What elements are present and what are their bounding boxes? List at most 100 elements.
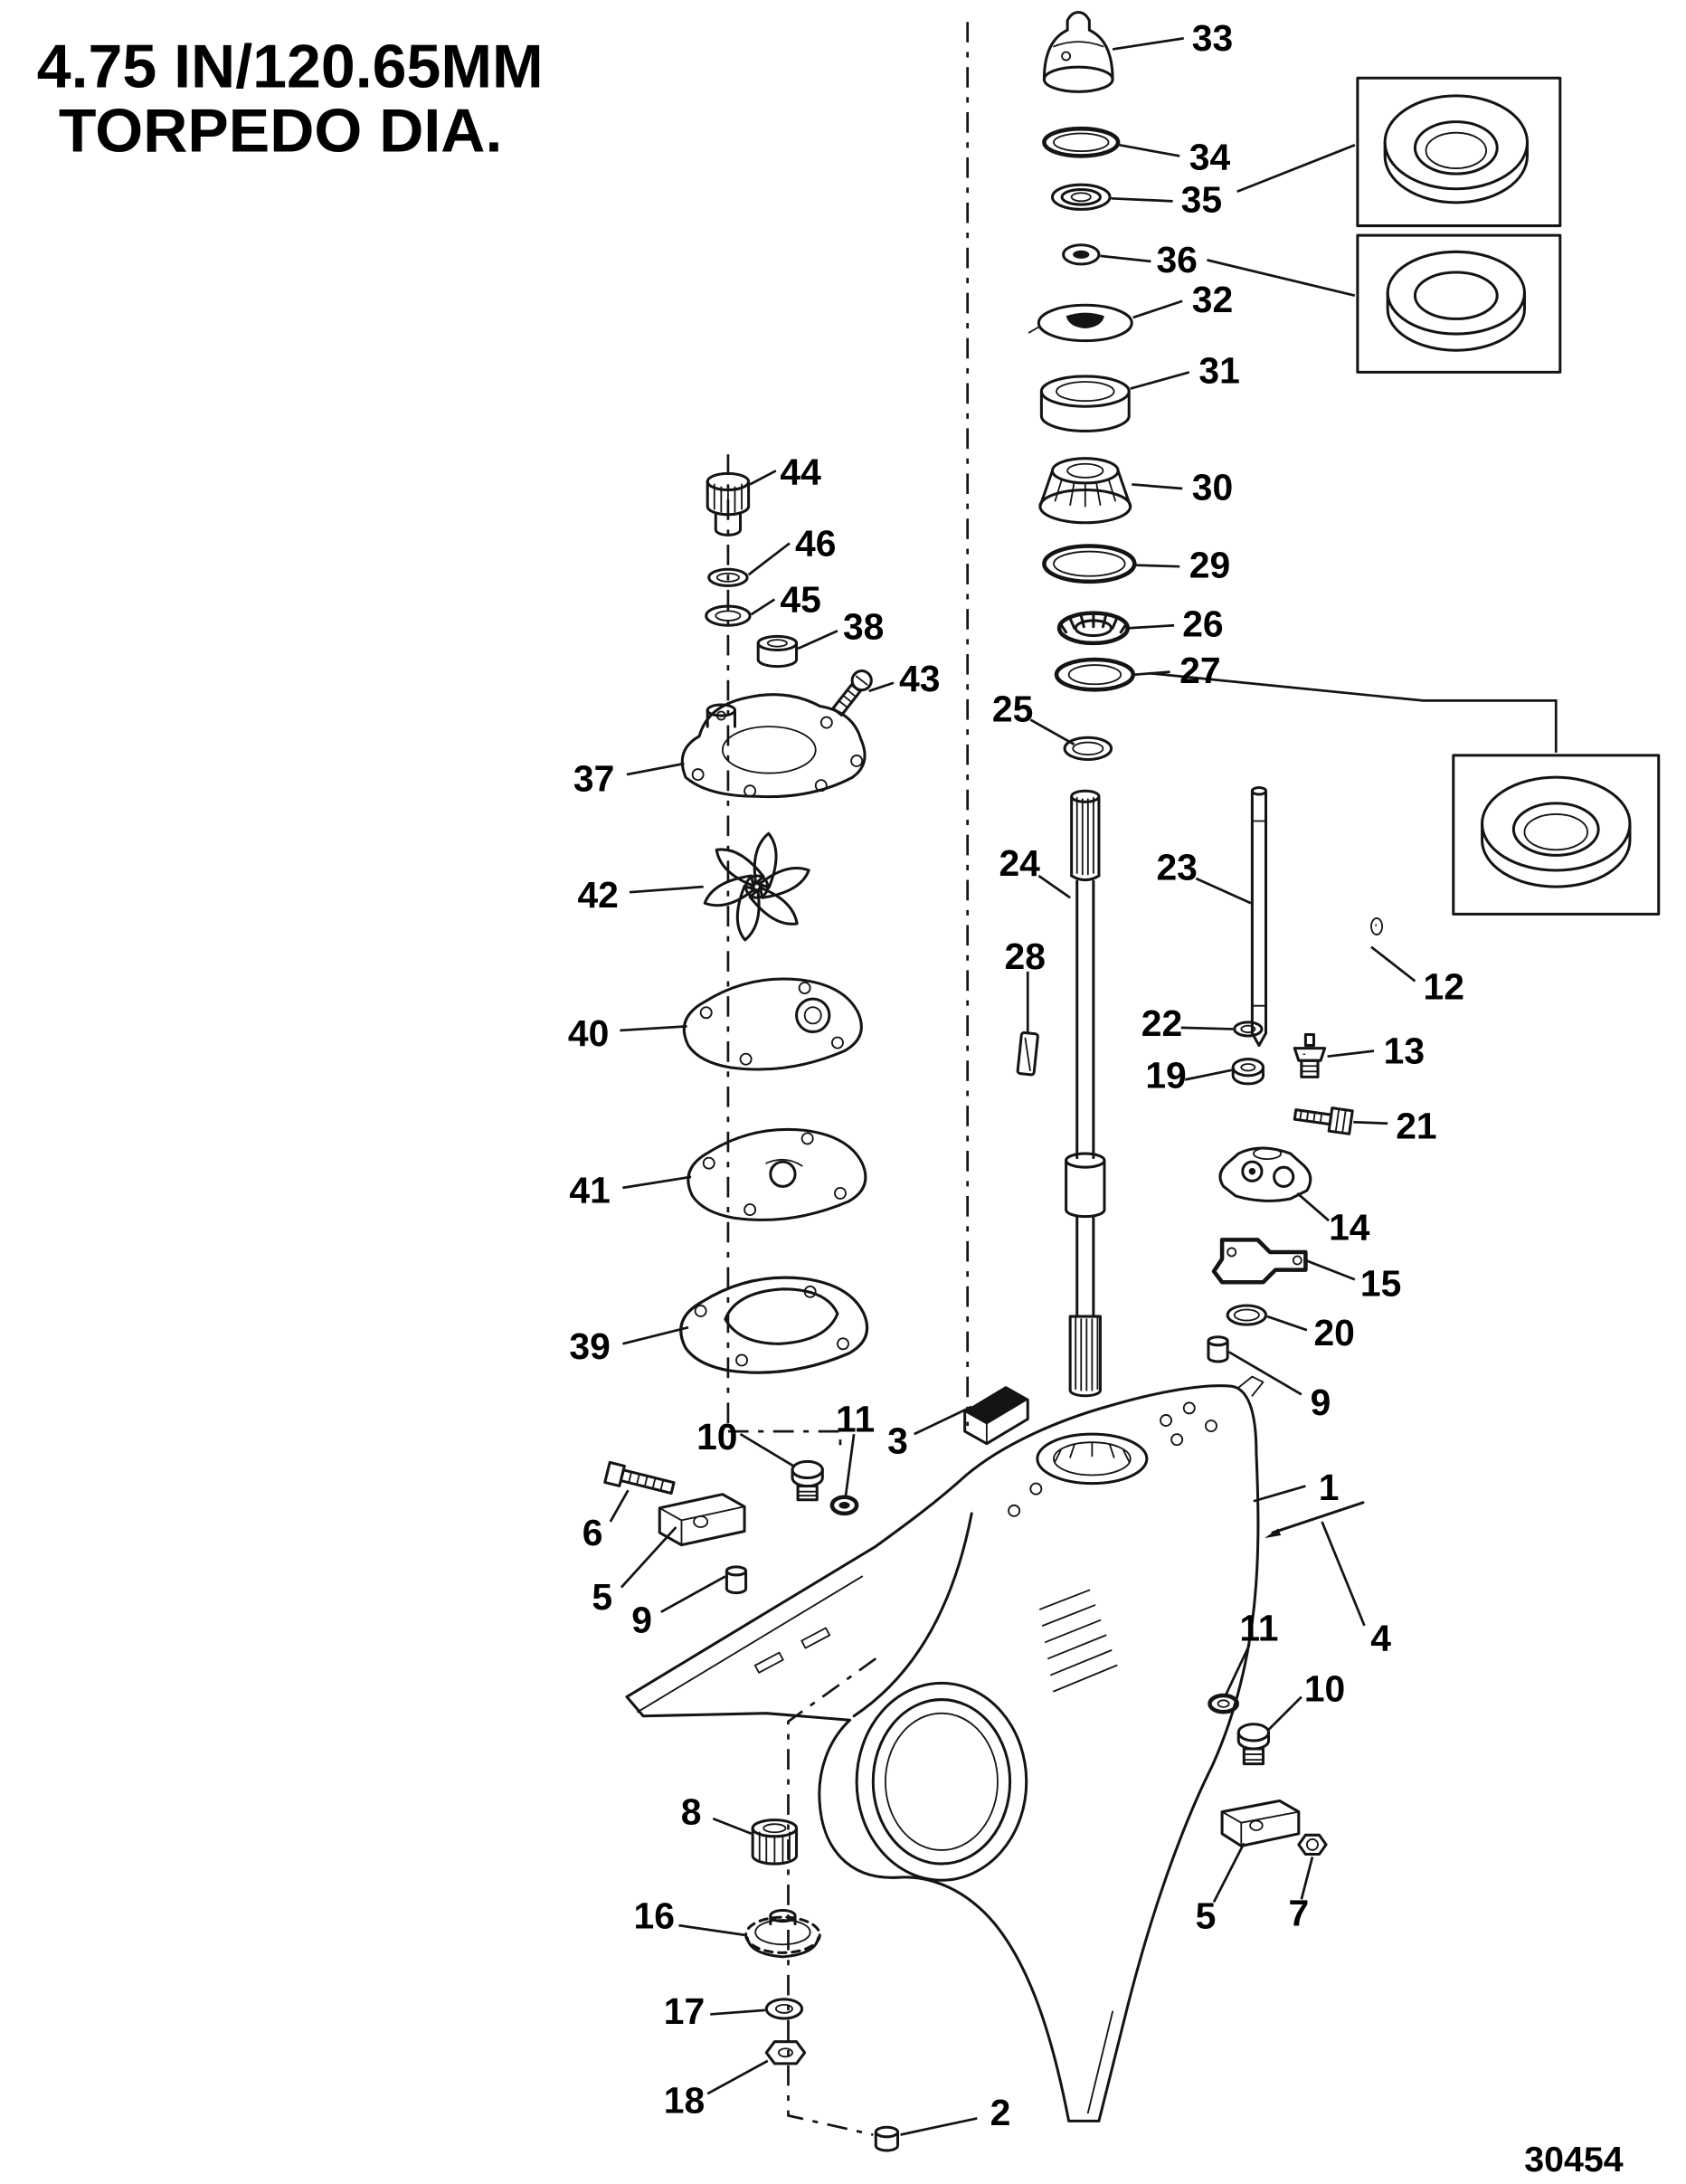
callout-22: 22 — [1141, 1002, 1182, 1044]
callout-21: 21 — [1396, 1106, 1436, 1147]
part-gasket-15 — [1211, 1238, 1308, 1285]
callout-39: 39 — [569, 1325, 610, 1367]
title-line-2: TORPEDO DIA. — [59, 97, 502, 166]
callout-36: 36 — [1156, 239, 1197, 280]
inset-bearing-detail-lower — [1452, 754, 1661, 916]
callout-23: 23 — [1156, 847, 1197, 888]
part-tapered-bearing-30 — [1038, 457, 1132, 525]
part-plug-10-left — [791, 1459, 824, 1502]
callout-17: 17 — [664, 1990, 705, 2032]
callout-19: 19 — [1145, 1055, 1186, 1097]
part-bolt-6 — [603, 1460, 676, 1495]
part-tab-washer-32 — [1028, 303, 1133, 343]
part-spacer-36 — [1062, 243, 1101, 266]
callout-43: 43 — [899, 658, 940, 699]
assembly-centerlines — [726, 22, 970, 2136]
callout-26: 26 — [1182, 603, 1223, 645]
part-cap-33 — [1042, 11, 1114, 93]
gear-housing-1 — [625, 1375, 1264, 2122]
part-oring-29 — [1042, 544, 1137, 584]
part-shift-shaft-23 — [1250, 785, 1268, 1048]
part-anode-5-left — [658, 1493, 746, 1547]
callout-33: 33 — [1192, 17, 1233, 59]
part-gasket-39 — [679, 1276, 869, 1374]
part-impeller-42 — [703, 831, 810, 943]
part-seal-35 — [1050, 183, 1112, 211]
callout-11-left: 11 — [836, 1398, 875, 1439]
callout-44: 44 — [780, 451, 821, 493]
part-bearing-8 — [751, 1818, 799, 1866]
callout-4: 4 — [1370, 1617, 1391, 1658]
callout-12: 12 — [1423, 965, 1463, 1007]
part-retainer-3 — [963, 1386, 1029, 1446]
part-water-tube-12 — [1301, 917, 1384, 1056]
part-gasket-40 — [682, 977, 863, 1071]
part-washer-45 — [705, 604, 752, 627]
callout-10-left: 10 — [696, 1416, 737, 1458]
callout-11-right: 11 — [1239, 1608, 1278, 1649]
part-pinion-gear-16 — [744, 1908, 821, 1959]
callout-5-right: 5 — [1196, 1894, 1217, 1936]
part-shift-cam-14 — [1218, 1146, 1312, 1202]
title-block: 4.75 IN/120.65MM TORPEDO DIA. — [37, 33, 544, 166]
callout-41: 41 — [569, 1170, 610, 1211]
callout-24: 24 — [999, 842, 1040, 884]
part-bearing-26 — [1056, 611, 1130, 646]
callout-5-left: 5 — [592, 1576, 612, 1618]
part-water-pump-cover-37 — [680, 693, 867, 799]
inset-bearing-detail-middle — [1356, 233, 1562, 374]
part-bearing-cup-31 — [1039, 375, 1131, 432]
callout-8: 8 — [681, 1790, 702, 1832]
callout-16: 16 — [633, 1894, 674, 1936]
callout-9-upper: 9 — [1311, 1382, 1331, 1423]
callout-10-right: 10 — [1304, 1667, 1345, 1709]
callout-37: 37 — [573, 757, 614, 799]
part-washer-11-right — [1208, 1693, 1240, 1714]
callout-6: 6 — [583, 1512, 603, 1553]
drawing-number: 30454 — [1524, 2140, 1624, 2179]
callout-31: 31 — [1198, 350, 1239, 392]
part-washer-11-left — [829, 1495, 859, 1516]
callout-9-left: 9 — [631, 1600, 652, 1641]
callout-28: 28 — [1005, 935, 1046, 977]
part-nut-7 — [1297, 1833, 1328, 1856]
callout-38: 38 — [843, 606, 884, 648]
part-nut-19 — [1231, 1058, 1264, 1086]
part-driveshaft-24 — [1065, 789, 1106, 1398]
callout-42: 42 — [577, 874, 618, 916]
callout-14: 14 — [1329, 1207, 1370, 1249]
part-pin-9-left — [725, 1565, 748, 1595]
part-race-27 — [1054, 657, 1136, 692]
part-grommet-38 — [756, 634, 799, 669]
part-washer-17 — [764, 1998, 804, 2020]
title-line-1: 4.75 IN/120.65MM — [37, 33, 544, 101]
part-washer-46 — [707, 567, 749, 587]
callout-29: 29 — [1189, 544, 1230, 585]
callout-32: 32 — [1192, 279, 1233, 320]
inset-bearing-detail-upper — [1356, 76, 1562, 228]
callout-35: 35 — [1181, 179, 1222, 221]
part-plug-2 — [874, 2125, 900, 2152]
callout-46: 46 — [795, 522, 836, 564]
callout-45: 45 — [780, 578, 820, 620]
part-fitting-13 — [1293, 1032, 1327, 1078]
part-bolt-21 — [1293, 1106, 1354, 1135]
callout-1: 1 — [1319, 1467, 1340, 1508]
callout-13: 13 — [1384, 1030, 1425, 1071]
part-oring-20 — [1226, 1304, 1268, 1326]
callout-20: 20 — [1313, 1312, 1354, 1353]
callout-40: 40 — [568, 1012, 609, 1054]
part-rod-4 — [1264, 1501, 1365, 1539]
part-sleeve-44 — [706, 471, 751, 537]
part-nut-18 — [764, 2040, 807, 2065]
part-oring-34 — [1042, 126, 1121, 158]
part-shim-25 — [1063, 736, 1113, 761]
callout-7: 7 — [1288, 1892, 1309, 1933]
callout-34: 34 — [1189, 137, 1231, 178]
part-face-plate-41 — [687, 1127, 867, 1221]
part-pin-9-upper — [1207, 1335, 1229, 1363]
callout-15: 15 — [1360, 1263, 1401, 1305]
part-key-28 — [1016, 1030, 1039, 1077]
